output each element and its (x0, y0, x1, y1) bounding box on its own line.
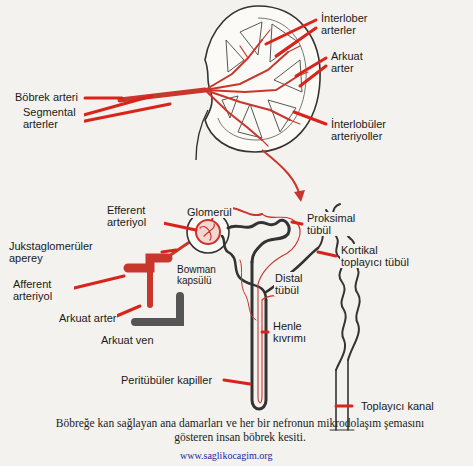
caption: Böbreğe kan sağlayan ana damarları ve he… (40, 416, 440, 444)
part-label: İnterlober arterler (320, 12, 394, 36)
part-label: Peritübüler kapiller (120, 374, 213, 386)
part-label: Arkuat arter (58, 312, 117, 324)
part-label: Arkuat ven (100, 334, 155, 346)
kidney-outline (205, 6, 320, 152)
ureter (196, 110, 208, 160)
watermark: www.saglikocagim.org (180, 450, 273, 461)
part-label: Proksimal tübül (306, 212, 370, 236)
nephron (128, 204, 360, 430)
part-label: Arkuat arter (330, 50, 382, 74)
part-label: Distal tübül (274, 272, 326, 296)
part-label: Kortikal toplayıcı tübül (340, 244, 412, 268)
part-label: Afferent arteriyol (12, 278, 74, 302)
part-label: Glomerül (186, 206, 233, 218)
zoom-arrow (262, 150, 300, 196)
part-label: Jukstaglomerüler aperey (8, 240, 110, 264)
part-label: Henle kıvrımı (272, 320, 324, 344)
part-label: Toplayıcı kanal (360, 400, 435, 412)
part-label: Böbrek arteri (14, 91, 79, 103)
part-label: İnterlobüler arteriyoller (330, 118, 404, 142)
part-label: Segmental arterler (22, 106, 84, 130)
renal-arteries (120, 30, 308, 146)
part-label: Bowman kapsülü (176, 264, 230, 286)
part-label: Efferent arteriyol (106, 204, 164, 228)
arrow-head (294, 190, 305, 202)
